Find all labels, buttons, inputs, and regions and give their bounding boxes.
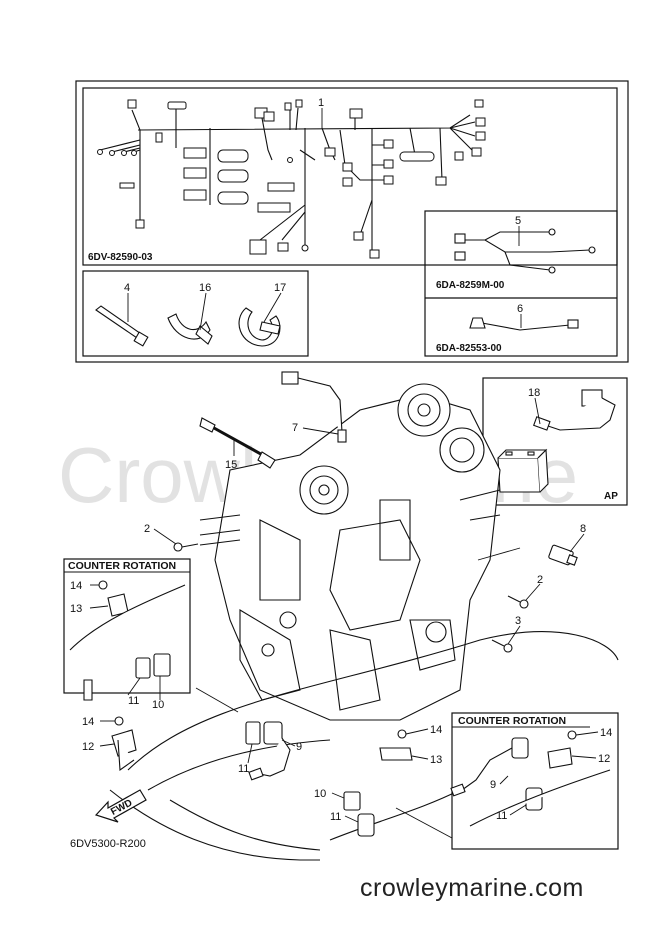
callout-10b: 10 [314,788,326,800]
clamp-17 [238,307,281,347]
callout-12b: 12 [598,753,610,765]
callout-8: 8 [580,523,586,535]
harness-connectors [97,99,486,259]
callout-11a: 11 [128,695,139,707]
fwd-arrow: FWD [94,789,147,823]
cable-15 [199,417,276,469]
sensor-9-left [245,721,291,781]
bracket-12-left [111,716,137,772]
leader-lines [89,108,599,839]
counter-rotation-left-box [63,558,191,701]
wire-harness-5 [454,228,596,274]
sub-harness-5-code: 6DA-8259M-00 [436,280,505,291]
callout-2b: 2 [537,574,543,586]
callout-13a: 13 [70,603,82,615]
sub-harness-6-code: 6DA-82553-00 [436,343,502,354]
main-harness-code: 6DV-82590-03 [88,252,153,263]
counter-rotation-right-box [450,712,619,850]
harness-frame [75,80,629,363]
callout-9a: 9 [296,741,302,753]
sensor-8 [548,544,578,566]
callout-3: 3 [515,615,521,627]
ap-label: AP [604,491,618,502]
sensor-7 [281,371,347,443]
cable-tie-4 [95,305,149,347]
callout-15: 15 [225,459,237,471]
fwd-label: FWD [109,798,134,818]
callout-7: 7 [292,422,298,434]
wire-harness-main [99,107,476,250]
drawing-code: 6DV5300-R200 [70,838,146,850]
callout-9b: 9 [490,779,496,791]
callout-1: 1 [318,97,324,109]
callout-14d: 14 [600,727,612,739]
callout-13b: 13 [430,754,442,766]
callout-12a: 12 [82,741,94,753]
callout-16: 16 [199,282,211,294]
callout-11d: 11 [496,810,507,822]
ap-box [482,377,628,506]
callout-11b: 11 [238,763,249,775]
callout-5: 5 [515,215,521,227]
callout-14b: 14 [82,716,94,728]
callout-2a: 2 [144,523,150,535]
callout-14c: 14 [430,724,442,736]
callout-18: 18 [528,387,540,399]
callout-10a: 10 [152,699,164,711]
callout-numbers: 1 4 16 17 5 6 18 7 15 2 8 2 3 14 13 11 1… [70,97,612,823]
counter-rotation-right-title: COUNTER ROTATION [458,715,566,727]
grommet-10-11-bottom [343,729,413,837]
wire-harness-6 [469,317,579,331]
callout-14a: 14 [70,580,82,592]
callout-4: 4 [124,282,130,294]
clamp-16 [167,313,213,345]
counter-rotation-left-title: COUNTER ROTATION [68,560,176,572]
footer-site-name: crowleymarine.com [360,874,584,902]
callout-17: 17 [274,282,286,294]
engine-block [199,383,501,721]
callout-6: 6 [517,303,523,315]
callout-11c: 11 [330,811,341,823]
